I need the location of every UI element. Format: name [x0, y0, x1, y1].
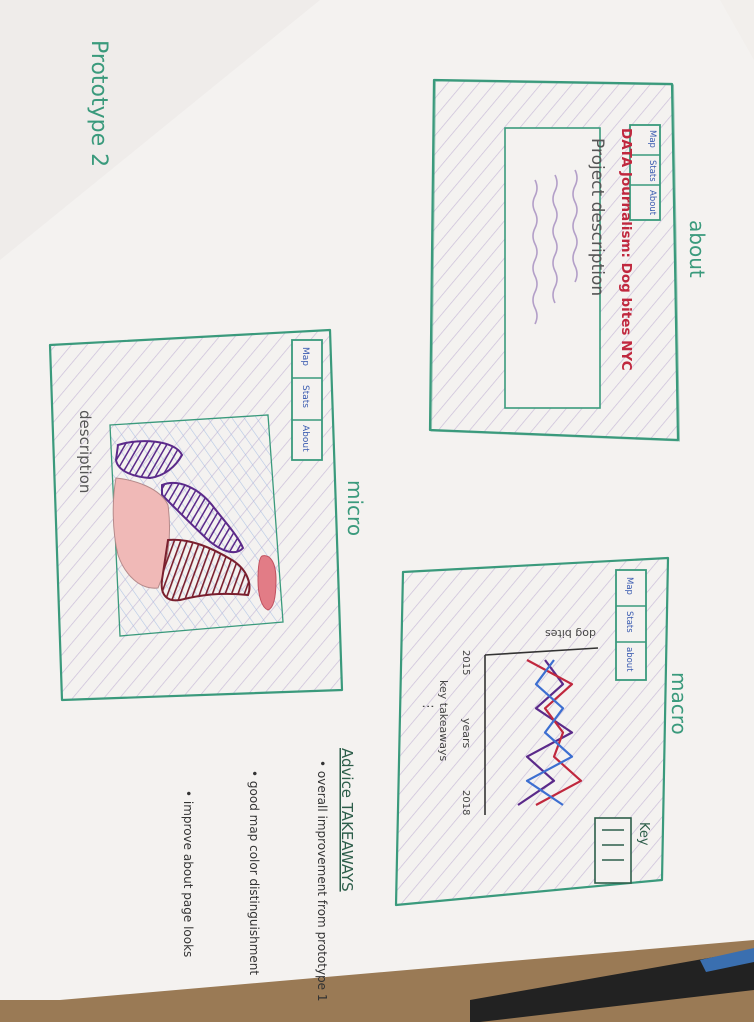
macro-ellipsis-group: ⋮ [420, 700, 435, 713]
about-description: Project description [587, 138, 607, 296]
takeaways-item-2-group: • good map color distinguishment [247, 770, 261, 975]
takeaways-item-3-group: • improve about page looks [181, 790, 195, 957]
macro-label-group: macro [667, 672, 691, 735]
macro-series-line-2 [526, 659, 583, 806]
map-region-purple-top [114, 440, 184, 480]
about-panel [428, 78, 681, 442]
about-nav-bar [629, 124, 661, 221]
macro-panel [394, 556, 670, 907]
macro-chart-lines [517, 659, 583, 806]
about-description-box [504, 127, 601, 409]
macro-key-label: Key [636, 822, 651, 846]
micro-panel-label: micro [343, 480, 367, 536]
micro-nav-bar [291, 339, 323, 461]
macro-series-line-1 [517, 659, 574, 806]
macro-chart-title: dog bites [545, 627, 596, 640]
macro-nav-labels: Map Stats about [624, 577, 634, 672]
map-region-pink-small [257, 555, 277, 611]
map-region-maroon [160, 538, 251, 602]
macro-chart-title-group: dog bites [545, 627, 596, 640]
macro-series-line-3 [525, 659, 574, 806]
map-region-pink [112, 477, 170, 589]
macro-nav-stats[interactable]: Stats [624, 611, 634, 633]
takeaways-item-1: • overall improvement from prototype 1 [315, 760, 329, 1002]
about-heading-group: DATA Journalism: Dog bites NYC [618, 128, 634, 371]
about-nav-labels: Map Stats About [647, 130, 657, 216]
about-panel-label: about [685, 220, 709, 278]
macro-nav-map[interactable]: Map [624, 577, 634, 595]
macro-chart-y-axis [484, 647, 599, 656]
macro-x-end-group: 2018 [460, 790, 471, 815]
micro-panel [48, 328, 344, 702]
micro-label-group: micro [343, 480, 367, 536]
takeaways-heading: Advice TAKEAWAYS [338, 748, 356, 892]
title-group: Prototype 2 [86, 40, 111, 167]
pencil-object [470, 950, 754, 1022]
about-nav-stats[interactable]: Stats [647, 160, 657, 182]
about-squiggle-2 [552, 174, 558, 304]
micro-nav-about[interactable]: About [300, 425, 310, 452]
macro-panel-label: macro [667, 672, 691, 735]
macro-ellipsis: ⋮ [420, 700, 435, 713]
macro-xlabel: years [460, 718, 473, 749]
micro-nav-map[interactable]: Map [300, 347, 310, 366]
macro-takeaways-label: key takeaways [437, 680, 450, 762]
macro-key-box [594, 817, 632, 884]
page-title: Prototype 2 [86, 40, 111, 167]
map-region-purple-long [161, 482, 245, 554]
macro-takeaways-group: key takeaways [437, 680, 450, 762]
about-heading: DATA Journalism: Dog bites NYC [618, 128, 634, 371]
about-squiggle-3 [532, 179, 538, 325]
about-description-group: Project description [587, 138, 607, 296]
takeaways-heading-group: Advice TAKEAWAYS [338, 748, 356, 892]
takeaways-item-2: • good map color distinguishment [247, 770, 261, 975]
takeaways-item-3: • improve about page looks [181, 790, 195, 957]
takeaways-item-1-group: • overall improvement from prototype 1 [315, 760, 329, 1002]
macro-xlabel-group: years [460, 718, 473, 749]
micro-caption-group: description [76, 410, 94, 493]
macro-key-group: Key [636, 822, 651, 846]
micro-nav-stats[interactable]: Stats [300, 385, 310, 408]
about-squiggle-1 [572, 169, 578, 283]
micro-nav-labels: Map Stats About [300, 347, 310, 452]
macro-nav-bar [615, 569, 647, 681]
macro-x-end-label: 2018 [460, 790, 471, 815]
paper-shadow [0, 0, 320, 260]
macro-x-start-label: 2015 [460, 650, 471, 675]
about-nav-map[interactable]: Map [647, 130, 657, 148]
macro-x-start-group: 2015 [460, 650, 471, 675]
micro-caption: description [76, 410, 94, 493]
pencil-tip [700, 948, 754, 972]
macro-nav-about[interactable]: about [624, 647, 634, 672]
about-nav-about[interactable]: About [647, 190, 657, 216]
about-label-group: about [685, 220, 709, 278]
